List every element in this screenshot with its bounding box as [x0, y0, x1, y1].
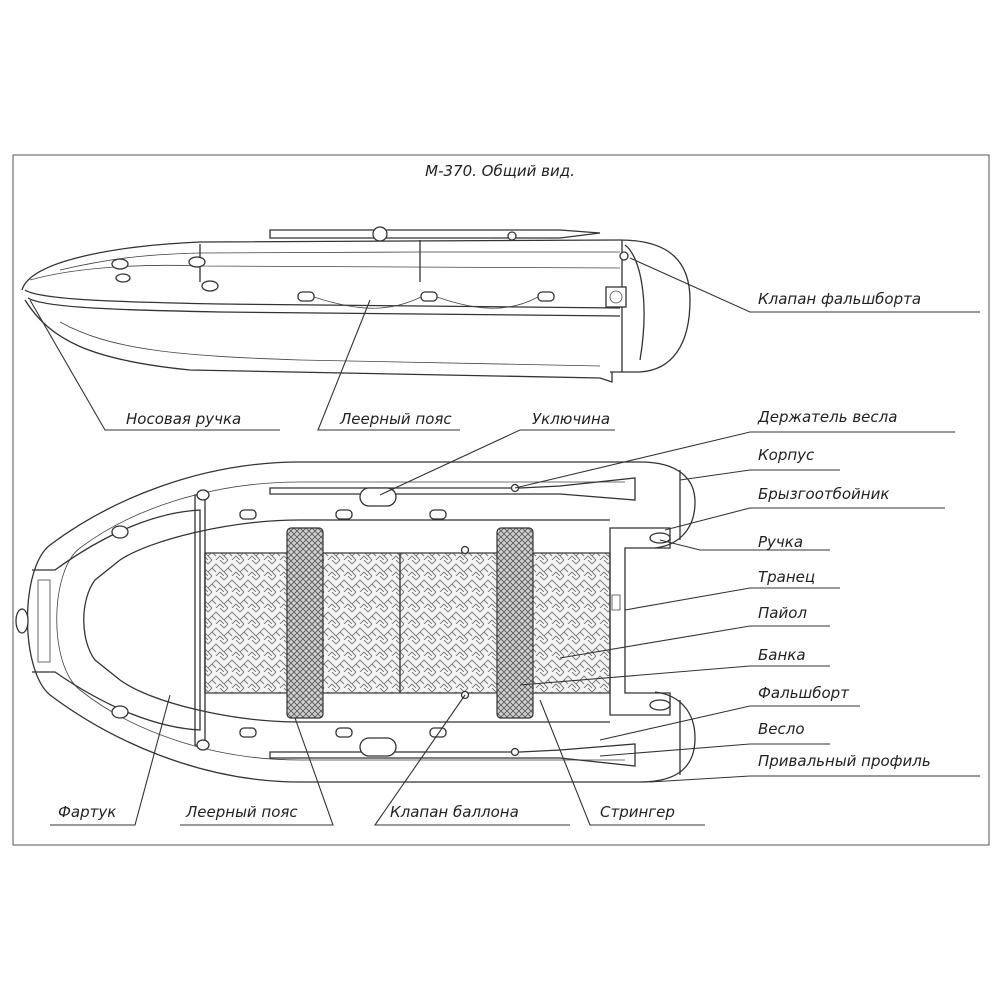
- label-oarlock: Уключина: [532, 410, 610, 428]
- label-rope-belt-bottom: Леерный пояс: [185, 803, 298, 821]
- label-valve-falshbort: Клапан фальшборта: [758, 290, 921, 308]
- bottom-oar: [269, 743, 636, 767]
- bench-rear: [496, 527, 534, 719]
- top-oar: [269, 477, 636, 501]
- label-transom: Транец: [758, 568, 815, 586]
- top-view-boat: [15, 461, 696, 783]
- label-rub-strake: Привальный профиль: [758, 752, 931, 770]
- side-tube: [21, 239, 691, 373]
- side-oarlock: [372, 226, 388, 242]
- side-hull: [24, 299, 613, 383]
- label-nose-handle: Носовая ручка: [126, 410, 241, 428]
- floor-panel: [204, 552, 611, 694]
- apron: [32, 509, 201, 731]
- label-handle: Ручка: [758, 533, 803, 551]
- side-view-boat: [21, 226, 691, 383]
- label-rope-belt-top: Леерный пояс: [339, 410, 452, 428]
- side-oar-holder: [507, 231, 517, 241]
- diagram-frame: [12, 154, 990, 846]
- side-oar: [269, 229, 601, 239]
- label-hull: Корпус: [758, 446, 815, 464]
- label-stringer: Стрингер: [600, 803, 675, 821]
- label-bench: Банка: [758, 646, 806, 664]
- label-balloon-valve: Клапан баллона: [390, 803, 519, 821]
- top-tube-inner: [83, 519, 610, 723]
- bench-front: [286, 527, 324, 719]
- transom: [609, 527, 671, 716]
- label-floor: Пайол: [758, 604, 807, 622]
- diagram-title: М-370. Общий вид.: [425, 162, 575, 180]
- label-oar: Весло: [758, 720, 805, 738]
- bow-cone: [15, 608, 29, 634]
- label-oar-holder: Держатель весла: [757, 408, 897, 426]
- top-oarlock: [359, 487, 397, 507]
- label-splash-guard: Брызгоотбойник: [758, 485, 889, 503]
- bottom-oarlock: [359, 737, 397, 757]
- label-falshbort: Фальшборт: [758, 684, 850, 702]
- leader-lines: [29, 257, 980, 826]
- label-apron: Фартук: [58, 803, 116, 821]
